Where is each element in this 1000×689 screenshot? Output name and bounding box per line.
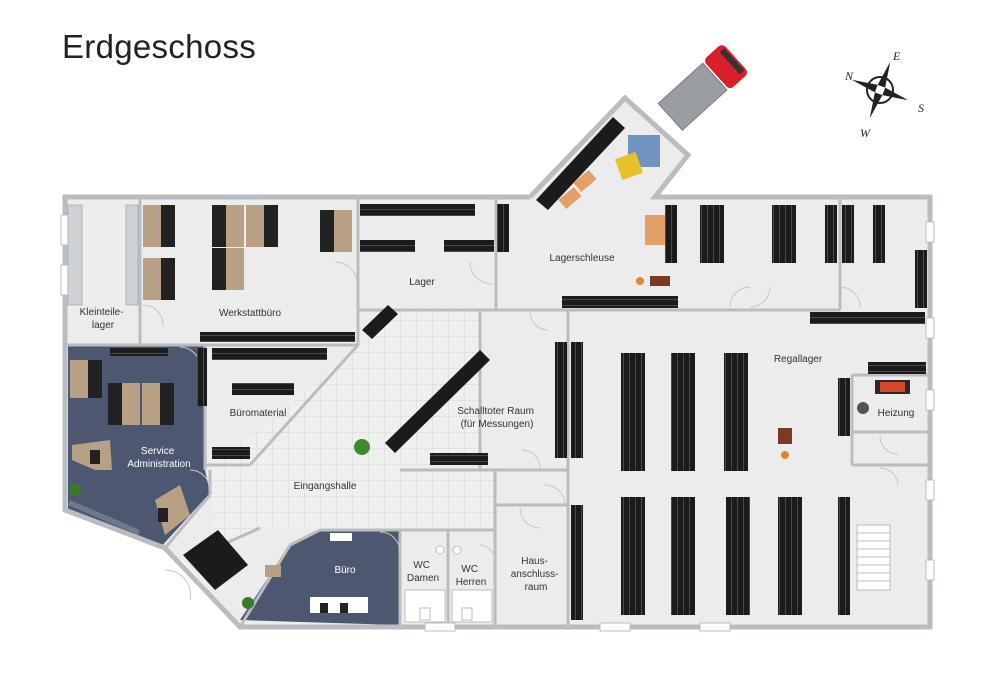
room-label-kleinteilelager: Kleinteile- lager bbox=[80, 307, 127, 331]
entrance-vestibule bbox=[183, 439, 370, 590]
compass-w-label: W bbox=[860, 126, 871, 140]
room-label-regallager: Regallager bbox=[774, 354, 823, 365]
heizung-equipment bbox=[857, 380, 910, 414]
loading-ramp bbox=[536, 117, 660, 210]
room-label-lagerschleuse: Lagerschleuse bbox=[549, 253, 614, 264]
page-title: Erdgeschoss bbox=[62, 28, 257, 65]
inner-walls bbox=[65, 197, 930, 628]
room-label-wc-damen: WC Damen bbox=[407, 560, 439, 584]
werkstattbuero-desks bbox=[143, 205, 355, 342]
room-label-eingangshalle: Eingangshalle bbox=[294, 481, 357, 492]
compass-icon bbox=[851, 61, 909, 119]
stairs bbox=[856, 524, 891, 591]
room-label-werkstattbuero: Werkstattbüro bbox=[219, 308, 281, 319]
room-label-hausanschlussraum: Haus- anschluss- raum bbox=[511, 556, 562, 593]
room-label-heizung: Heizung bbox=[878, 408, 915, 419]
doors bbox=[142, 261, 899, 601]
regallager-shelves bbox=[555, 312, 926, 620]
bueromaterial-shelves bbox=[197, 348, 327, 459]
lager-shelves bbox=[360, 204, 509, 339]
buero-furniture bbox=[242, 533, 368, 613]
compass-s-label: S bbox=[918, 101, 924, 115]
schalltoter-raum-shelves bbox=[385, 350, 490, 465]
outer-walls bbox=[62, 94, 933, 630]
room-label-lager: Lager bbox=[409, 277, 435, 288]
windows bbox=[60, 214, 935, 632]
room-label-schalltoter-raum: Schalltoter Raum (für Messungen) bbox=[457, 406, 536, 430]
truck bbox=[657, 45, 747, 131]
compass-e-label: E bbox=[892, 49, 901, 63]
compass-n-label: N bbox=[844, 69, 854, 83]
kleinteilelager-shelves bbox=[67, 204, 139, 306]
lagerschleuse-shelves bbox=[562, 205, 927, 308]
wc-fixtures bbox=[404, 545, 493, 623]
room-label-wc-herren: WC Herren bbox=[456, 564, 487, 588]
room-label-service-administration: Service Administration bbox=[127, 446, 190, 470]
service-admin-furniture bbox=[68, 348, 190, 535]
room-label-bueromaterial: Büromaterial bbox=[230, 408, 287, 419]
room-label-buero: Büro bbox=[334, 565, 356, 576]
